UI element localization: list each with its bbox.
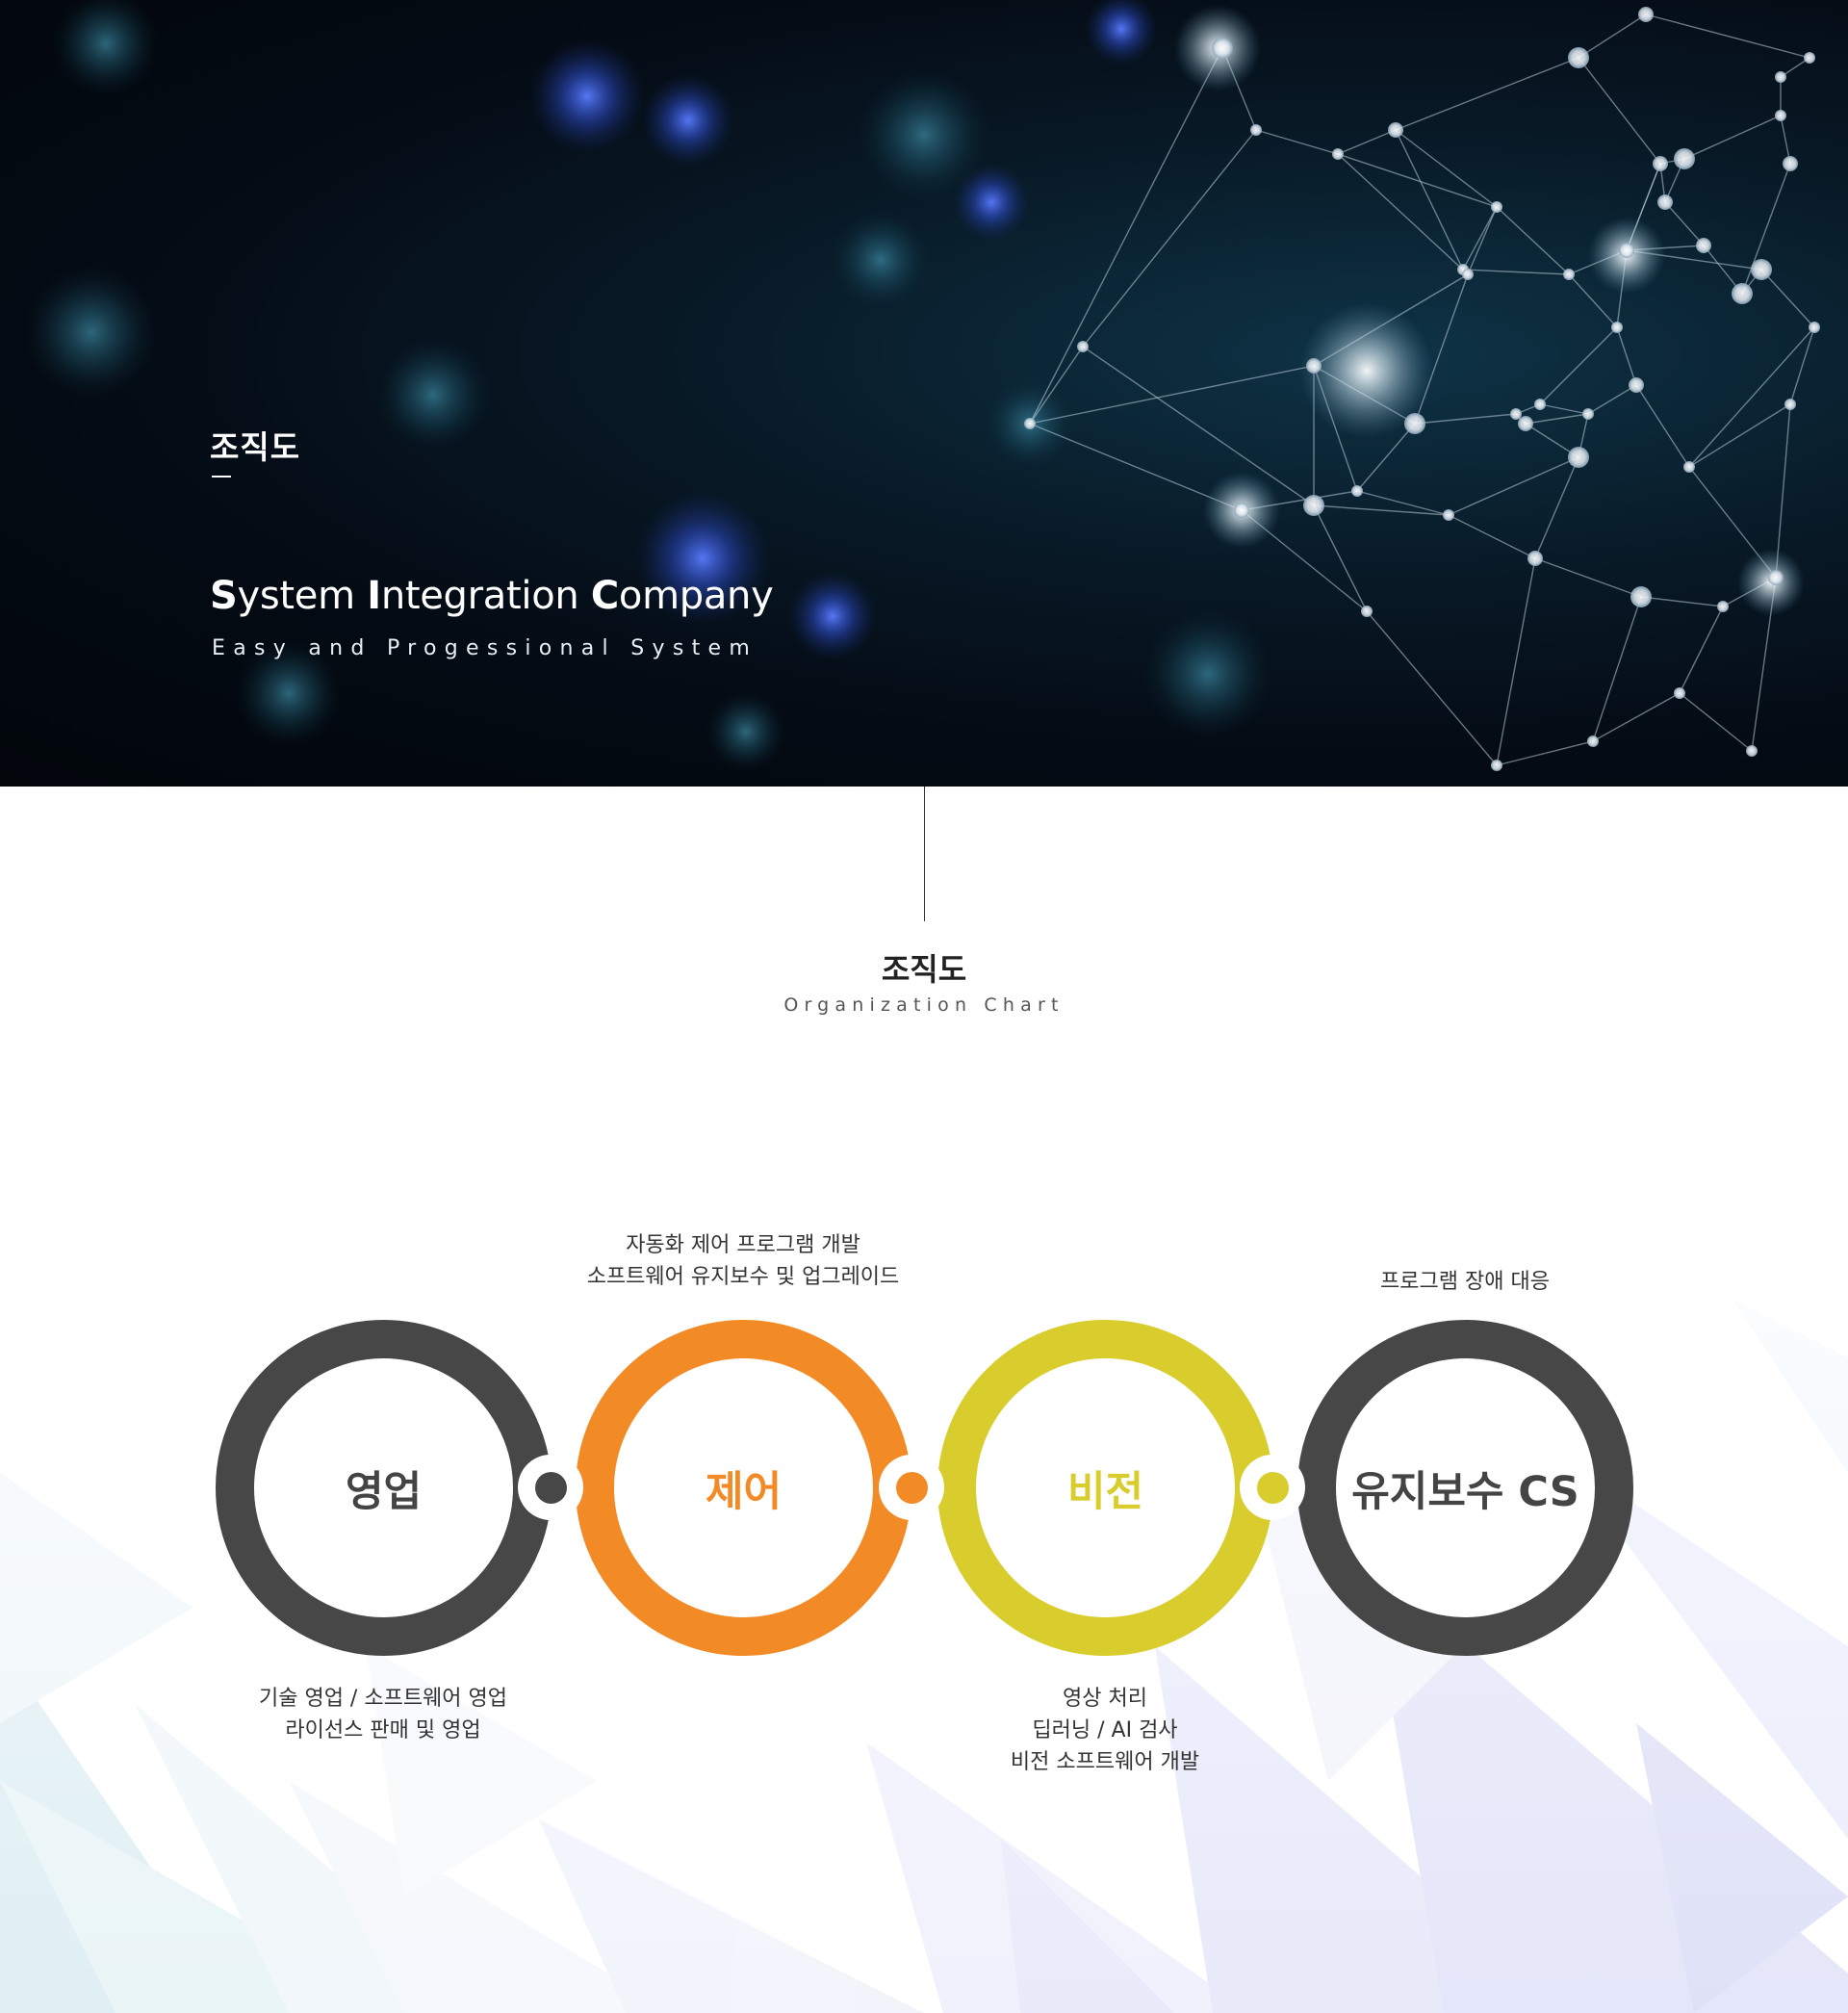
connector-dot	[895, 1471, 928, 1504]
section-subtitle: Organization Chart	[783, 994, 1065, 1016]
hero-section-title: 조직도	[210, 428, 301, 466]
dept-label: 제어	[705, 1467, 783, 1516]
hero-tagline: Easy and Progessional System	[212, 636, 758, 660]
connector-dot	[1256, 1471, 1289, 1504]
section-title: 조직도	[881, 951, 967, 988]
dept-control-description: 자동화 제어 프로그램 개발 소프트웨어 유지보수 및 업그레이드	[586, 1233, 900, 1289]
title-underline	[212, 476, 231, 477]
dept-sales-description: 기술 영업 / 소프트웨어 영업 라이선스 판매 및 영업	[258, 1687, 508, 1742]
ring-connector	[1240, 1455, 1305, 1520]
dept-ring-cs: 유지보수 CS	[1297, 1320, 1633, 1656]
ring-connector	[518, 1455, 583, 1520]
hero-banner: 조직도 System Integration Company Easy and …	[0, 0, 1848, 787]
geometric-background	[0, 1107, 1848, 2013]
dept-label: 유지보수 CS	[1351, 1467, 1579, 1516]
dept-vision-description: 영상 처리 딥러닝 / AI 검사 비전 소프트웨어 개발	[1010, 1687, 1200, 1774]
dept-ring-sales: 영업	[216, 1320, 552, 1656]
dept-cs-description: 프로그램 장애 대응	[1380, 1270, 1550, 1294]
dept-ring-vision: 비전	[937, 1320, 1273, 1656]
dept-label: 비전	[1066, 1467, 1144, 1516]
dept-ring-control: 제어	[576, 1320, 911, 1656]
hero-headline: System Integration Company	[210, 574, 774, 618]
ring-connector	[879, 1455, 944, 1520]
section-connector-line	[924, 787, 925, 921]
network-background-image	[24, 0, 1820, 772]
connector-dot	[534, 1471, 567, 1504]
dept-label: 영업	[345, 1467, 423, 1516]
